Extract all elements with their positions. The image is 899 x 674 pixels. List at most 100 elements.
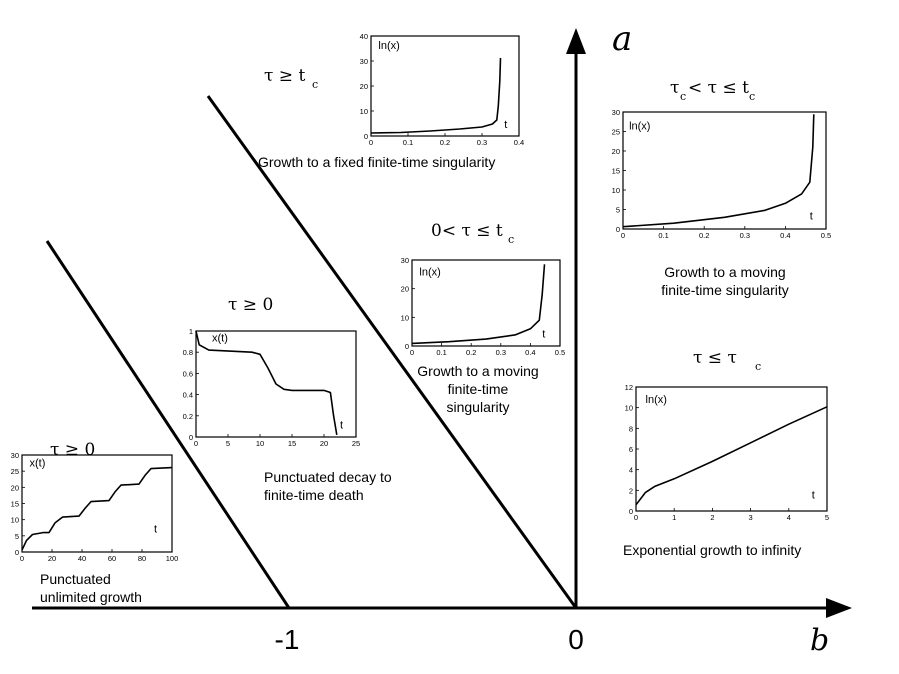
condition-subscript: c <box>749 90 755 103</box>
caption-line: Growth to a moving <box>417 363 538 379</box>
inset-x-label: t <box>504 119 507 131</box>
y-tick-label: 12 <box>625 383 633 392</box>
x-tick-label: 20 <box>320 439 328 448</box>
y-tick-label: 0.8 <box>183 348 193 357</box>
caption-line: finite-time <box>448 381 509 397</box>
x-tick-label: 0.3 <box>740 231 750 240</box>
y-tick-label: 0.2 <box>183 412 193 421</box>
y-tick-label: 30 <box>360 57 368 66</box>
inset-curve <box>635 406 828 506</box>
y-tick-label: 0 <box>616 225 620 234</box>
tick-zero: 0 <box>568 624 584 655</box>
caption-line: Punctuated decay to <box>264 469 392 485</box>
inset-curve <box>622 114 815 228</box>
x-tick-label: 3 <box>749 513 753 522</box>
boundary-line-left <box>45 240 291 609</box>
x-tick-label: 20 <box>48 554 56 563</box>
condition-text: τ ≤ τ <box>693 348 737 368</box>
condition-exponential: τ ≤ τ c <box>693 348 761 373</box>
b-axis-arrowhead <box>826 598 852 618</box>
y-tick-label: 0 <box>629 507 633 516</box>
x-tick-label: 40 <box>78 554 86 563</box>
inset-y-label: ln(x) <box>419 266 440 278</box>
y-tick-label: 30 <box>11 451 19 460</box>
caption-punctuated-decay: Punctuated decay to finite-time death <box>264 469 392 503</box>
x-tick-label: 0.2 <box>466 348 476 357</box>
inset-frame <box>370 35 520 137</box>
inset-frame <box>622 111 827 230</box>
y-tick-label: 5 <box>616 206 620 215</box>
y-tick-label: 40 <box>360 32 368 41</box>
x-tick-label: 5 <box>825 513 829 522</box>
condition-subscript: c <box>312 78 318 91</box>
b-axis <box>32 598 852 618</box>
inset-curve <box>411 264 546 345</box>
y-tick-label: 0 <box>189 433 193 442</box>
y-tick-label: 20 <box>11 483 19 492</box>
condition-text: τ ≥ t <box>264 66 305 86</box>
inset-y-label: ln(x) <box>629 121 650 133</box>
inset-frame <box>635 386 828 512</box>
y-tick-label: 15 <box>612 167 620 176</box>
y-tick-label: 5 <box>15 532 19 541</box>
condition-subscript: c <box>755 360 761 373</box>
x-tick-label: 0.3 <box>496 348 506 357</box>
a-axis-label: a <box>612 19 632 59</box>
inset-x-label: t <box>154 524 157 536</box>
x-tick-label: 0.4 <box>780 231 790 240</box>
a-axis <box>566 28 586 608</box>
y-tick-label: 10 <box>360 107 368 116</box>
x-tick-label: 0.2 <box>440 138 450 147</box>
caption-line: Exponential growth to infinity <box>623 542 801 558</box>
x-tick-label: 0.3 <box>477 138 487 147</box>
condition-subscript: c <box>680 90 686 103</box>
condition-text: τ <box>670 78 679 98</box>
inset-x-label: t <box>810 211 813 223</box>
condition-fixed-singularity: τ ≥ t c <box>264 66 318 91</box>
x-tick-label: 5 <box>226 439 230 448</box>
y-tick-label: 30 <box>612 108 620 117</box>
condition-text: τ ≥ 0 <box>228 295 273 315</box>
inset-y-label: ln(x) <box>646 394 667 406</box>
caption-moving-singularity-2: Growth to a moving finite-time singulari… <box>661 264 789 298</box>
x-tick-label: 0 <box>20 554 24 563</box>
condition-subscript: c <box>508 233 514 246</box>
x-tick-label: 10 <box>256 439 264 448</box>
x-tick-label: 0.5 <box>821 231 831 240</box>
y-tick-label: 0 <box>405 342 409 351</box>
x-tick-label: 25 <box>352 439 360 448</box>
boundary-line-right <box>206 95 578 609</box>
inset-y-label: x(t) <box>212 333 228 345</box>
y-tick-label: 0.6 <box>183 369 193 378</box>
y-tick-label: 0.4 <box>183 391 193 400</box>
y-tick-label: 1 <box>189 327 193 336</box>
inset-curve <box>370 57 502 134</box>
caption-fixed-singularity: Growth to a fixed finite-time singularit… <box>258 154 495 170</box>
x-tick-label: 0.1 <box>436 348 446 357</box>
x-tick-label: 0.1 <box>658 231 668 240</box>
condition-punctuated-decay: τ ≥ 0 <box>228 295 273 315</box>
x-tick-label: 15 <box>288 439 296 448</box>
condition-text: 0< τ ≤ t <box>431 221 503 241</box>
x-tick-label: 0 <box>621 231 625 240</box>
y-tick-label: 15 <box>11 500 19 509</box>
y-tick-label: 2 <box>629 486 633 495</box>
condition-text-rest: < τ ≤ t <box>688 78 749 98</box>
y-tick-label: 10 <box>401 313 409 322</box>
inset-x-label: t <box>812 490 815 502</box>
x-tick-label: 80 <box>138 554 146 563</box>
a-axis-arrowhead <box>566 28 586 54</box>
y-tick-label: 25 <box>612 128 620 137</box>
tick-minus-one: -1 <box>275 624 300 655</box>
x-tick-label: 2 <box>710 513 714 522</box>
inset-curve <box>195 330 338 436</box>
y-tick-label: 8 <box>629 424 633 433</box>
y-tick-label: 0 <box>15 548 19 557</box>
